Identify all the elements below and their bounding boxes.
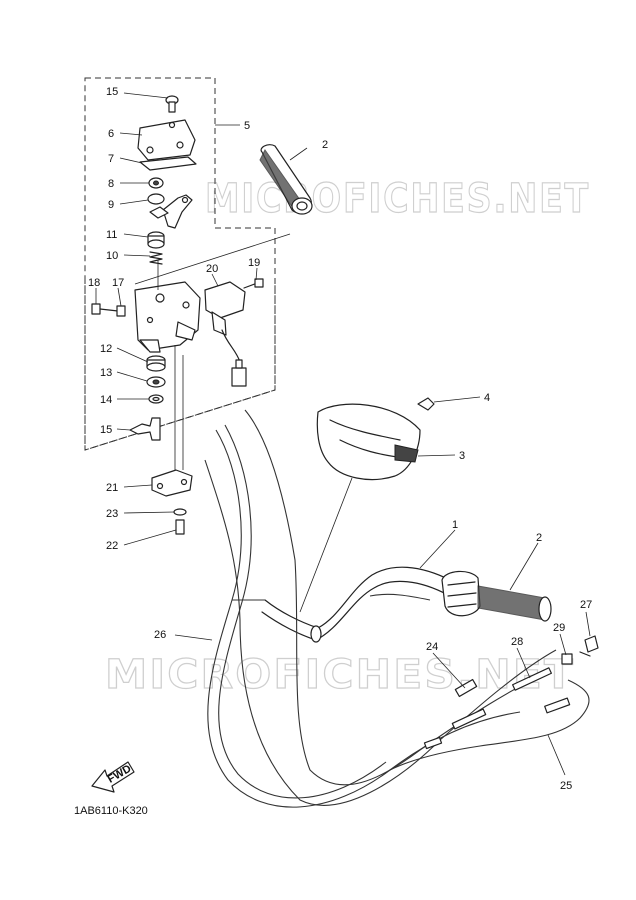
part-14-ring <box>148 394 164 404</box>
cable-24 <box>204 459 557 806</box>
part-3-handguard <box>316 403 421 481</box>
callout-26: 26 <box>154 629 166 641</box>
part-20-switch <box>204 281 247 387</box>
callout-2-right: 2 <box>536 532 542 544</box>
callout-1: 1 <box>452 519 458 531</box>
part-12-collar <box>146 355 166 372</box>
part-2-grip-top <box>259 144 313 215</box>
callout-13: 13 <box>100 367 112 379</box>
part-18-bolt <box>91 303 119 315</box>
callout-14: 14 <box>100 394 112 406</box>
cable-25 <box>369 593 590 771</box>
part-29-nut <box>561 653 573 665</box>
callout-19: 19 <box>248 257 260 269</box>
callout-25: 25 <box>560 780 572 792</box>
part-4-cap <box>417 397 435 411</box>
callout-11: 11 <box>106 229 117 241</box>
cable-28 <box>244 409 552 786</box>
callout-2-top: 2 <box>322 139 328 151</box>
callout-10: 10 <box>106 250 118 262</box>
callout-7: 7 <box>108 153 114 165</box>
callout-22: 22 <box>106 540 118 552</box>
drawing-code: 1AB6110-K320 <box>74 805 148 817</box>
fwd-label: FWD <box>106 763 134 786</box>
watermark-top: MICROFICHES.NET <box>205 176 590 222</box>
part-13-washer <box>146 376 166 388</box>
cable-26 <box>207 424 521 808</box>
part-8-nut <box>148 177 164 189</box>
callout-24: 24 <box>426 641 438 653</box>
part-21-clamp <box>151 469 193 497</box>
watermark-bottom: MICROFICHES.NET <box>105 652 575 698</box>
callout-3: 3 <box>459 450 465 462</box>
callout-9: 9 <box>108 199 114 211</box>
fwd-arrow-icon: FWD <box>91 761 135 793</box>
callout-17: 17 <box>112 277 124 289</box>
part-27-bolt <box>579 635 599 657</box>
part-17-nut <box>116 305 126 317</box>
callout-15: 15 <box>100 424 112 436</box>
callout-12: 12 <box>100 343 112 355</box>
callout-4: 4 <box>484 392 490 404</box>
callout-18: 18 <box>88 277 100 289</box>
callout-20: 20 <box>206 263 218 275</box>
part-15-lever <box>129 417 161 441</box>
part-19-screw <box>243 278 264 289</box>
callout-16: 15 <box>106 86 118 98</box>
callout-27: 27 <box>580 599 592 611</box>
part-9-lever <box>147 193 193 229</box>
part-23-washer <box>173 508 187 516</box>
part-6-cover <box>137 119 196 161</box>
assembly-box-lower <box>84 278 276 451</box>
part-1-handlebar <box>261 566 451 643</box>
part-7-gasket <box>139 156 197 171</box>
throttle-housing <box>134 281 201 353</box>
callout-28: 28 <box>511 636 523 648</box>
part-16-screw <box>165 95 179 113</box>
part-11-knob <box>147 231 165 249</box>
part-2-grip-right <box>441 570 552 622</box>
callout-6: 6 <box>108 128 114 140</box>
callout-5: 5 <box>244 120 250 132</box>
callout-23: 23 <box>106 508 118 520</box>
callout-21: 21 <box>106 482 118 494</box>
part-10-spring <box>149 251 163 265</box>
part-22-bolt <box>175 519 185 535</box>
callout-29: 29 <box>553 622 565 634</box>
callout-8: 8 <box>108 178 114 190</box>
